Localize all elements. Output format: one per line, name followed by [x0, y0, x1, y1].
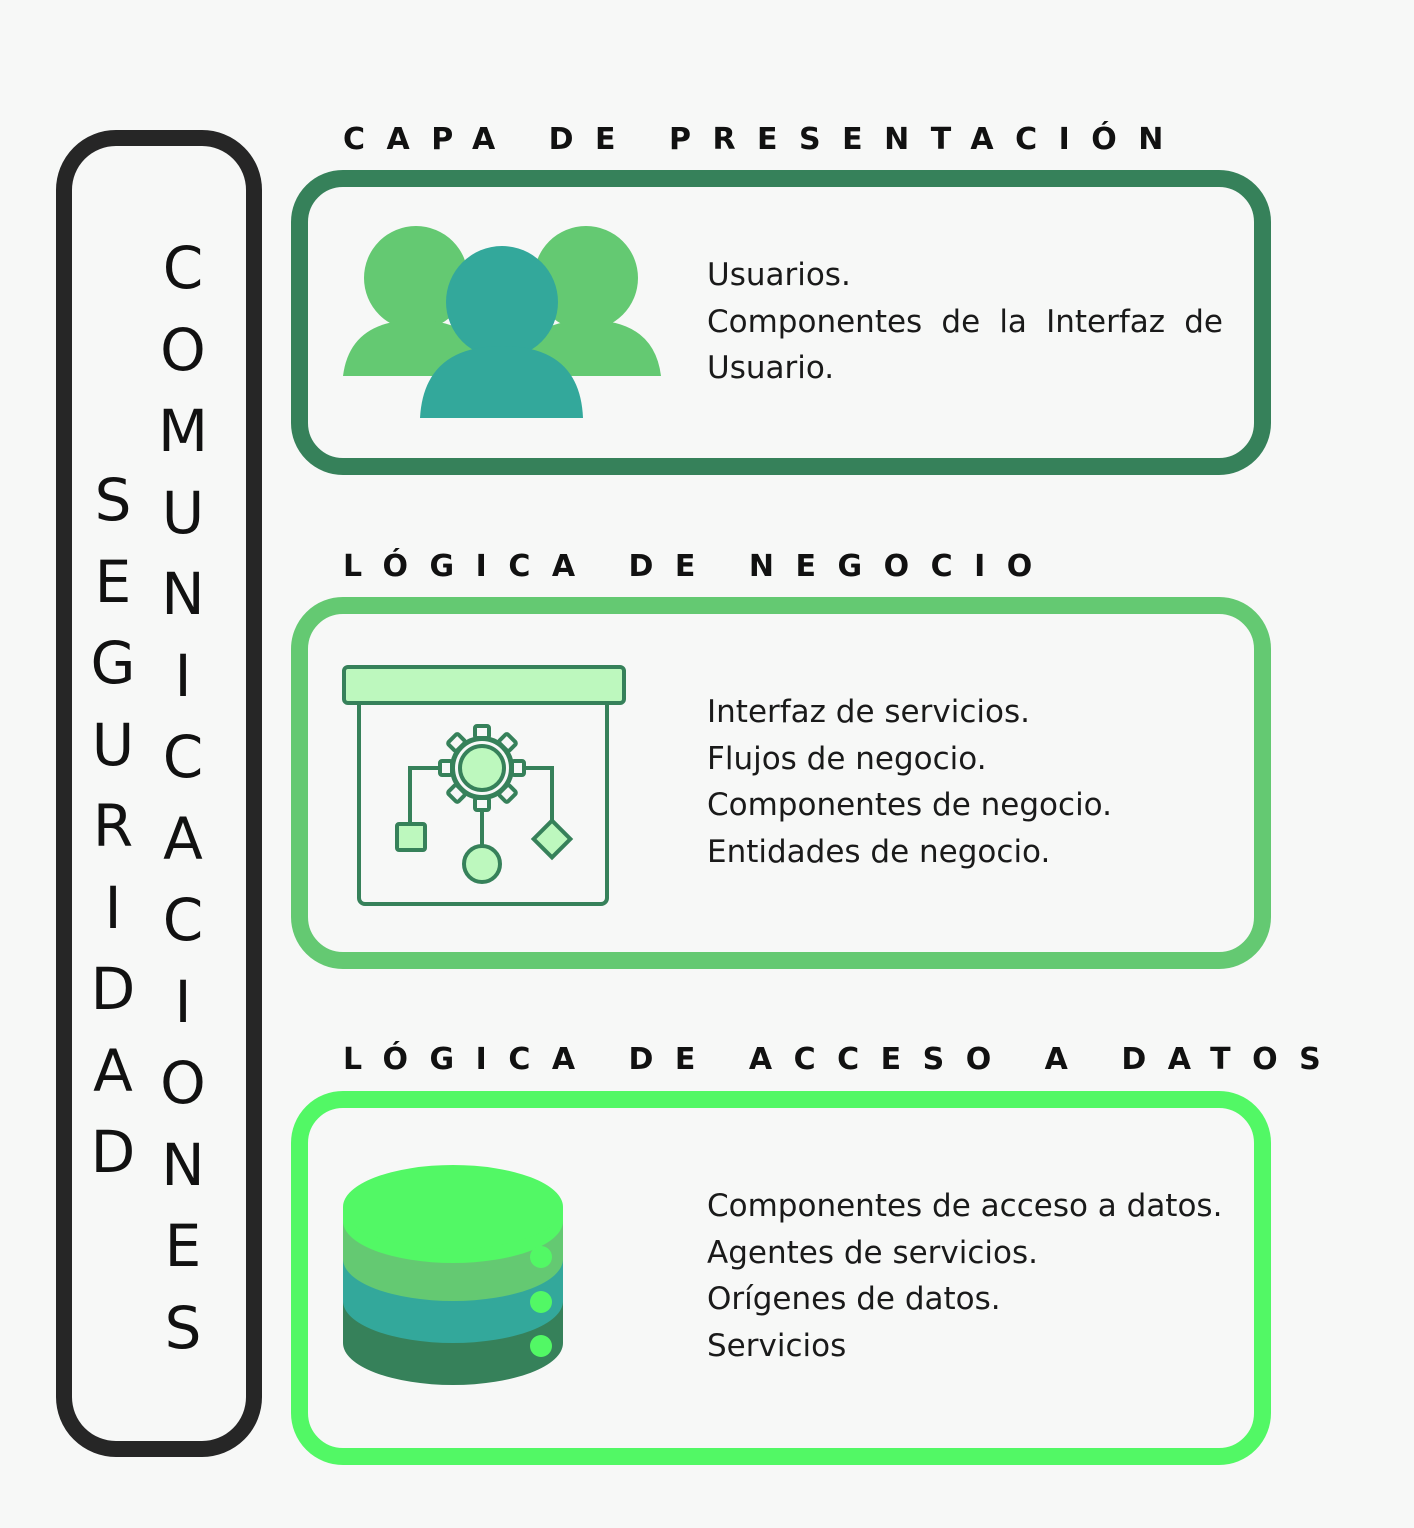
seguridad-letter: S — [94, 466, 132, 534]
comunicaciones-letter: N — [161, 560, 205, 628]
comunicaciones-letter: N — [161, 1130, 205, 1199]
layer-text-datos: Componentes de acceso a datos. Agentes d… — [707, 1183, 1222, 1369]
business-process-icon — [342, 665, 626, 906]
layer-line: Componentes de la Interfaz de Usuario. — [707, 303, 1223, 387]
seguridad-letter: D — [90, 1118, 136, 1186]
database-icon — [343, 1165, 563, 1385]
layer-title-datos: LÓGICA DE ACCESO A DATOS — [343, 1042, 1343, 1077]
layer-line: Servicios — [707, 1327, 847, 1364]
comunicaciones-letter: C — [162, 234, 204, 302]
cross-cutting-pill — [56, 130, 262, 1457]
comunicaciones-letter: E — [164, 1212, 202, 1280]
seguridad-letter: U — [91, 710, 135, 779]
comunicaciones-letter: C — [162, 886, 204, 954]
users-icon — [343, 226, 661, 418]
layer-line: Flujos de negocio. — [707, 740, 987, 777]
layer-line: Agentes de servicios. — [707, 1234, 1038, 1271]
seguridad-letter: I — [104, 873, 122, 942]
seguridad-letter: E — [94, 547, 132, 616]
comunicaciones-letter: U — [161, 478, 205, 547]
seguridad-letter: R — [92, 792, 134, 860]
layer-box-datos — [291, 1091, 1271, 1465]
comunicaciones-letter: M — [157, 397, 209, 465]
comunicaciones-letter: O — [160, 315, 206, 384]
comunicaciones-letter: S — [164, 1293, 202, 1362]
comunicaciones-letter: I — [174, 641, 192, 710]
layer-title-presentacion: CAPA DE PRESENTACIÓN — [343, 122, 1185, 157]
layer-title-negocio: LÓGICA DE NEGOCIO — [343, 549, 1054, 584]
layer-line: Orígenes de datos. — [707, 1281, 1001, 1317]
layer-text-presentacion: Usuarios. Componentes de la Interfaz de … — [707, 252, 1223, 392]
layer-line: Componentes de acceso a datos. — [707, 1188, 1223, 1224]
layer-line: Usuarios. — [707, 257, 851, 293]
comunicaciones-letter: O — [160, 1049, 206, 1117]
layer-box-negocio — [291, 597, 1271, 969]
seguridad-letter: G — [90, 629, 136, 697]
comunicaciones-letter: A — [163, 804, 203, 873]
comunicaciones-letter: C — [162, 723, 204, 791]
layer-line: Componentes de negocio. — [707, 787, 1112, 823]
seguridad-letter: A — [93, 1036, 133, 1105]
layer-line: Entidades de negocio. — [707, 833, 1051, 870]
layer-text-negocio: Interfaz de servicios. Flujos de negocio… — [707, 689, 1112, 875]
comunicaciones-letter: I — [174, 967, 192, 1036]
layer-box-presentacion — [291, 170, 1271, 475]
layer-line: Interfaz de servicios. — [707, 694, 1030, 730]
seguridad-letter: D — [90, 955, 136, 1023]
